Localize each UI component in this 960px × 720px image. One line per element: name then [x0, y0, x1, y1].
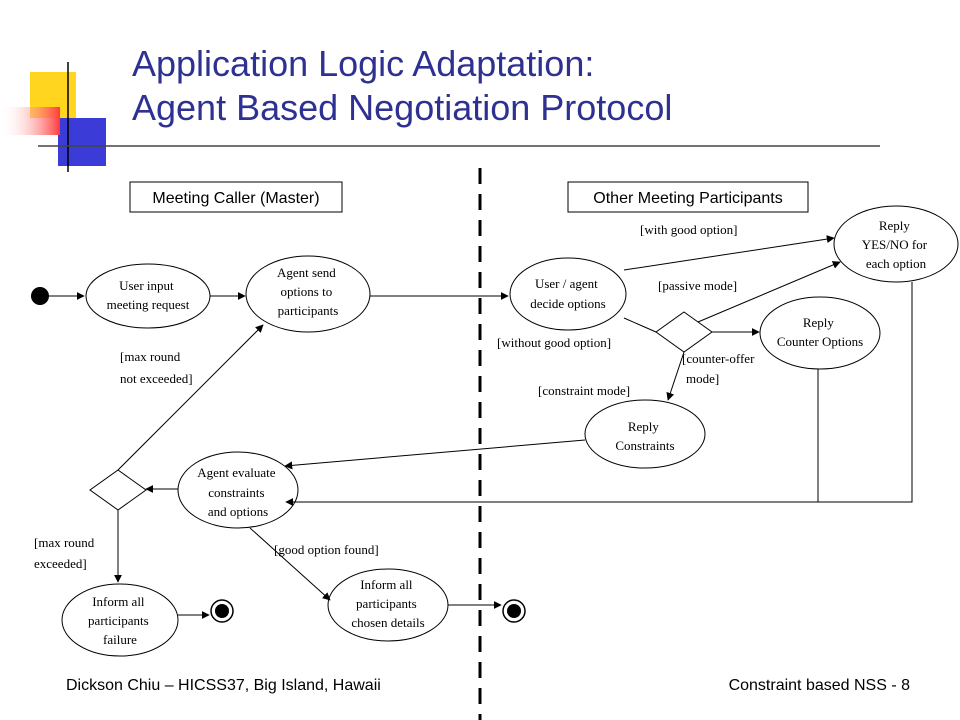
end-node-failure	[210, 599, 234, 623]
edge-evaluate-to-chosen	[249, 527, 331, 601]
edge-diamond-to-constraints	[666, 351, 685, 401]
deco-red-bar	[0, 107, 60, 135]
edge-diamond-to-yes-no	[697, 261, 841, 323]
end-node-chosen	[502, 599, 526, 623]
decision-mode	[655, 311, 713, 353]
node-agent-send	[245, 255, 371, 333]
node-user-input-label: User input meeting request	[107, 278, 190, 312]
node-reply-yes-no-label: Reply YES/NO for each option	[862, 218, 931, 271]
node-user-agent-decide-label: User / agent decide options	[530, 276, 605, 311]
node-reply-counter	[759, 296, 881, 370]
footer-left: Dickson Chiu – HICSS37, Big Island, Hawa…	[66, 677, 381, 694]
edge-yes-no-to-evaluate	[285, 282, 913, 506]
title-line-2: Agent Based Negotiation Protocol	[132, 87, 672, 128]
footer-right: Constraint based NSS - 8	[729, 677, 911, 694]
decision-max-round	[89, 469, 147, 511]
edge-decide-to-yes-no	[623, 235, 835, 271]
lane-right-box	[567, 181, 809, 213]
deco-blue-square	[58, 118, 106, 166]
guard-with-good-option: [with good option]	[640, 222, 738, 237]
lane-left-label: Meeting Caller (Master)	[152, 190, 319, 207]
node-user-agent-decide	[509, 257, 627, 331]
guard-passive-mode: [passive mode]	[658, 278, 737, 293]
node-inform-failure-label: Inform all participants failure	[88, 594, 152, 647]
node-reply-constraints-label: Reply Constraints	[615, 419, 674, 453]
guard-counter-offer-mode: [counter-offer mode]	[682, 351, 758, 386]
node-agent-evaluate	[177, 451, 299, 529]
node-inform-chosen-label: Inform all participants chosen details	[351, 577, 424, 630]
title-decoration	[0, 62, 880, 172]
guard-constraint-mode: [constraint mode]	[538, 383, 630, 398]
guard-good-option-found: [good option found]	[274, 542, 379, 557]
edge-decide-to-diamond	[623, 317, 657, 333]
node-reply-constraints	[584, 399, 706, 469]
edge-decision-to-send	[117, 324, 264, 471]
title-line-1: Application Logic Adaptation:	[132, 43, 594, 84]
node-inform-failure	[61, 583, 179, 657]
node-reply-counter-label: Reply Counter Options	[777, 315, 863, 349]
node-user-input	[85, 263, 211, 329]
node-agent-evaluate-label: Agent evaluate constraints and options	[197, 465, 279, 519]
start-node	[31, 287, 49, 305]
node-agent-send-label: Agent send options to participants	[277, 265, 339, 318]
edge-constraints-to-evaluate	[284, 439, 586, 470]
lane-right-label: Other Meeting Participants	[593, 190, 782, 207]
guard-without-good-option: [without good option]	[497, 335, 611, 350]
lane-left-box	[129, 181, 343, 213]
guard-max-round-exceeded: [max round exceeded]	[34, 535, 98, 571]
guard-max-round-not-exceeded: [max round not exceeded]	[120, 349, 193, 386]
node-reply-yes-no	[833, 205, 959, 283]
